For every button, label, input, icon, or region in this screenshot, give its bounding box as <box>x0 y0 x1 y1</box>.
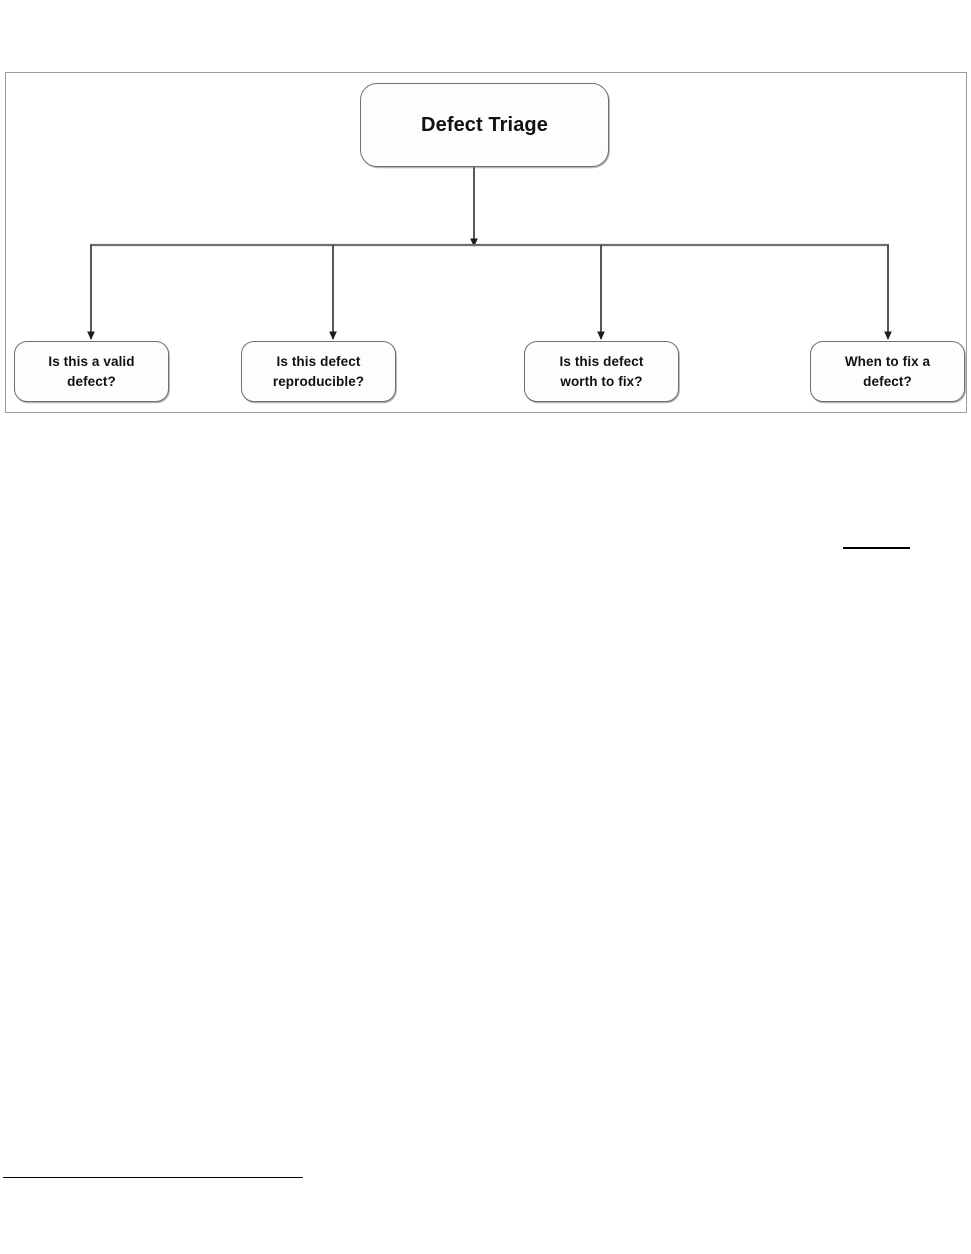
leaf-line-1: Is this a valid <box>48 353 135 369</box>
short-horizontal-rule <box>843 547 910 549</box>
leaf-line-1: Is this defect <box>276 353 361 369</box>
diagram-node-is-this-defect-worth-to-fix: Is this defect worth to fix? <box>524 341 679 402</box>
footnote-separator-rule <box>3 1177 303 1178</box>
leaf-line-2: reproducible? <box>272 373 365 389</box>
leaf-line-1: Is this defect <box>559 353 644 369</box>
leaf-line-2: defect? <box>67 373 116 389</box>
leaf-line-1: When to fix a <box>844 353 931 369</box>
diagram-node-label: Is this defect worth to fix? <box>560 352 644 391</box>
diagram-node-label: When to fix a defect? <box>845 352 930 391</box>
leaf-line-2: defect? <box>863 373 912 389</box>
diagram-node-root: Defect Triage <box>360 83 609 167</box>
diagram-node-root-label: Defect Triage <box>421 113 548 136</box>
diagram-node-when-to-fix-a-defect: When to fix a defect? <box>810 341 965 402</box>
diagram-node-label: Is this a valid defect? <box>48 352 134 391</box>
diagram-node-label: Is this defect reproducible? <box>273 352 364 391</box>
diagram-node-is-this-a-valid-defect: Is this a valid defect? <box>14 341 169 402</box>
leaf-line-2: worth to fix? <box>560 373 643 389</box>
diagram-node-is-this-defect-reproducible: Is this defect reproducible? <box>241 341 396 402</box>
